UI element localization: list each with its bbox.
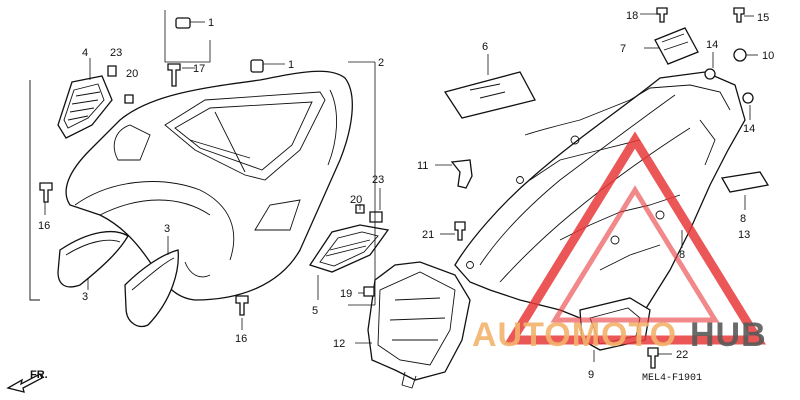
- leader-lines: [44, 10, 758, 362]
- callout-23b: 23: [372, 174, 384, 186]
- callout-22: 22: [676, 349, 688, 361]
- callout-1b: 1: [288, 59, 294, 71]
- small-bracket-11: [450, 159, 473, 189]
- watermark-text-automoto: AUTOMOTO: [472, 316, 677, 354]
- side-lens-left: [57, 230, 129, 288]
- watermark-triangle: [503, 131, 767, 345]
- callout-20b: 20: [350, 194, 362, 206]
- callout-15: 15: [757, 12, 769, 24]
- clamp-bracket-part: [654, 27, 699, 65]
- callout-16a: 16: [38, 220, 50, 232]
- mud-flap-part: [443, 71, 536, 119]
- callout-19: 19: [340, 288, 352, 300]
- side-lens-right: [124, 249, 179, 328]
- callout-16b: 16: [235, 333, 247, 345]
- watermark-logo: [503, 131, 767, 345]
- callout-2: 2: [378, 57, 384, 69]
- fasteners: [39, 7, 745, 369]
- callout-13: 13: [738, 229, 750, 241]
- callout-7: 7: [620, 43, 626, 55]
- diagram-code: MEL4-F1901: [642, 373, 702, 384]
- seat-cowl-part: [65, 70, 353, 301]
- callout-9: 9: [588, 369, 594, 381]
- callout-14a: 14: [706, 39, 718, 51]
- callout-23a: 23: [110, 47, 122, 59]
- callout-5: 5: [312, 305, 318, 317]
- callout-10: 10: [762, 50, 774, 62]
- front-direction-arrow: FR.: [6, 369, 48, 393]
- callout-3a: 3: [82, 291, 88, 303]
- callout-labels: 1 1 2 3 3 4 5 6 7 8 8 9 10 11 12 13 14 1…: [38, 10, 774, 381]
- rear-reflector-bracket: [308, 224, 390, 273]
- callout-14b: 14: [743, 123, 755, 135]
- callout-20a: 20: [126, 68, 138, 80]
- callout-11: 11: [417, 160, 428, 172]
- callout-3b: 3: [164, 223, 170, 235]
- tail-light-left: [57, 75, 113, 139]
- callout-18: 18: [626, 10, 638, 22]
- callout-8b: 8: [740, 213, 746, 225]
- front-marker-label: FR.: [30, 369, 48, 381]
- callout-12: 12: [333, 338, 345, 350]
- callout-1a: 1: [208, 17, 214, 29]
- watermark-text-hub: HUB: [690, 316, 767, 354]
- rubber-pad-part: [720, 171, 770, 193]
- grommet-part: [704, 48, 754, 104]
- inner-fender-part: [367, 261, 471, 389]
- group-bracket-line: [29, 80, 40, 301]
- callout-17: 17: [193, 63, 205, 75]
- callout-4: 4: [82, 47, 88, 59]
- callout-6: 6: [482, 41, 488, 53]
- callout-8: 8: [679, 249, 685, 261]
- callout-21: 21: [422, 229, 434, 241]
